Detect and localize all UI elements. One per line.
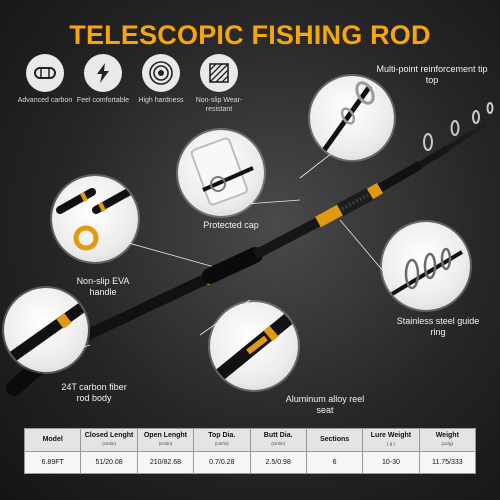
table-header-cell: Model bbox=[23, 428, 82, 452]
table-cell: 51/20.08 bbox=[80, 451, 138, 474]
table-header-row: Model Closed Lenght(cm/in) Open Lenght(c… bbox=[23, 428, 477, 452]
cap-image bbox=[190, 137, 254, 206]
tip-top-image bbox=[317, 81, 375, 158]
table-header-cell: Butt Dia.(cm/in) bbox=[249, 428, 307, 452]
feature-feel-comfortable: Feel comfortable bbox=[74, 54, 132, 105]
lightning-icon bbox=[84, 54, 122, 92]
table-header-cell: Lure Weight( g ) bbox=[362, 428, 420, 452]
callout-cap bbox=[178, 130, 264, 216]
spec-table: Model Closed Lenght(cm/in) Open Lenght(c… bbox=[23, 428, 477, 474]
table-cell: 2.5/0.98 bbox=[249, 451, 307, 474]
callout-label-reel-seat: Aluminum alloy reel seat bbox=[285, 394, 365, 415]
feature-label: Feel comfortable bbox=[76, 97, 130, 104]
guide-ring-image bbox=[390, 247, 464, 296]
callout-tip-top bbox=[310, 76, 394, 160]
table-header-cell: Open Lenght(cm/in) bbox=[136, 428, 195, 452]
callout-label-handle: Non-slip EVA handle bbox=[76, 276, 130, 297]
page-title: TELESCOPIC FISHING ROD bbox=[69, 20, 431, 50]
feature-high-hardness: High hardness bbox=[132, 54, 190, 105]
callout-body bbox=[4, 288, 88, 372]
feature-label: Non-slip Wear-resistant bbox=[195, 97, 243, 113]
callout-label-guide-ring: Stainless steel guide ring bbox=[396, 316, 480, 337]
table-cell: 210/82.68 bbox=[136, 451, 195, 474]
callout-guide-ring bbox=[382, 222, 470, 310]
table-cell: 6 bbox=[305, 451, 364, 474]
table-cell: 0.7/0.28 bbox=[193, 451, 251, 474]
table-cell: 11.75/333 bbox=[418, 451, 477, 474]
feature-non-slip: Non-slip Wear-resistant bbox=[190, 54, 248, 114]
table-cell: 10-30 bbox=[362, 451, 420, 474]
table-cell: 6.89FT bbox=[23, 451, 82, 474]
table-header-cell: Weight(oz/g) bbox=[418, 428, 477, 452]
body-image bbox=[4, 301, 88, 365]
callout-label-cap: Protected cap bbox=[203, 220, 259, 230]
reel-seat-image bbox=[211, 310, 297, 384]
feature-advanced-carbon: Advanced carbon bbox=[16, 54, 74, 105]
table-row: 6.89FT 51/20.08 210/82.68 0.7/0.28 2.5/0… bbox=[23, 451, 477, 474]
handle-image bbox=[56, 186, 136, 251]
callout-label-tip-top: Multi-point reinforcement tip top bbox=[376, 64, 488, 85]
callout-reel-seat bbox=[210, 302, 298, 390]
carbon-tube-icon bbox=[26, 54, 64, 92]
table-header-cell: Top Dia.(cm/in) bbox=[193, 428, 251, 452]
callout-handle bbox=[52, 176, 138, 262]
concentric-rings-icon bbox=[142, 54, 180, 92]
table-header-cell: Closed Lenght(cm/in) bbox=[80, 428, 138, 452]
hatched-square-icon bbox=[200, 54, 238, 92]
feature-label: Advanced carbon bbox=[17, 97, 73, 104]
feature-label: High hardness bbox=[138, 97, 184, 104]
callout-label-body: 24T carbon fiber rod body bbox=[61, 382, 127, 403]
table-header-cell: Sections bbox=[305, 428, 364, 452]
